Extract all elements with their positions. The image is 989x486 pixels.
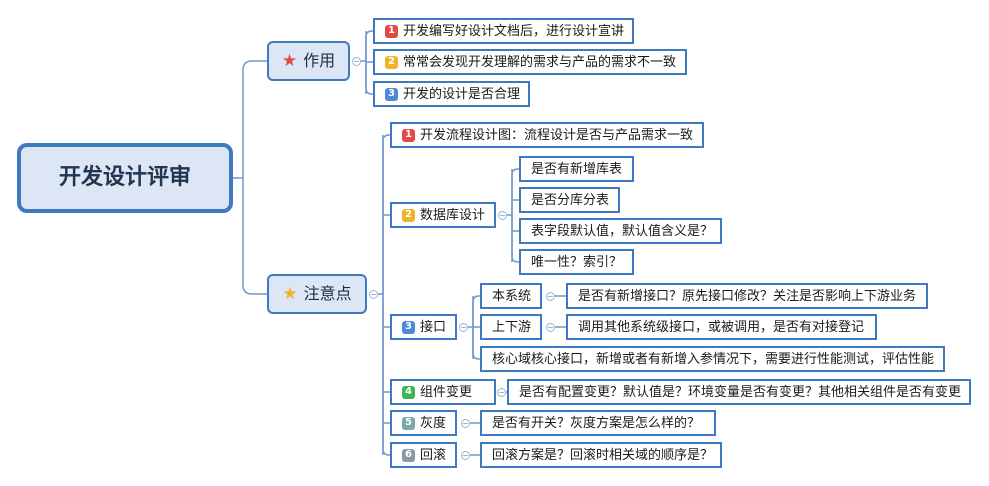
collapse-toggle-icon[interactable] bbox=[461, 419, 470, 428]
api-updown-label: 上下游 bbox=[492, 319, 532, 335]
collapse-toggle-icon[interactable] bbox=[352, 57, 361, 66]
db-item-2[interactable]: 是否分库分表 bbox=[519, 187, 620, 213]
rollback-detail-text: 回滚方案是？回滚时相关域的顺序是？ bbox=[492, 447, 714, 463]
root-to-zhuyi bbox=[242, 178, 267, 295]
rollback-detail[interactable]: 回滚方案是？回滚时相关域的顺序是？ bbox=[480, 442, 722, 468]
api-self-detail-text: 是否有新增接口？原先接口修改？关注是否影响上下游业务 bbox=[578, 288, 917, 304]
gray-detail[interactable]: 是否有开关？灰度方案是怎么样的？ bbox=[480, 410, 716, 436]
zhuyi-lines-branch bbox=[382, 294, 390, 456]
zuoyong-lines-branch bbox=[365, 61, 373, 95]
db-item-1[interactable]: 是否有新增库表 bbox=[519, 156, 634, 182]
collapse-toggle-icon[interactable] bbox=[546, 292, 555, 301]
gray-label: 灰度 bbox=[420, 415, 447, 431]
collapse-toggle-icon[interactable] bbox=[546, 323, 555, 332]
rollback-label: 回滚 bbox=[420, 447, 447, 463]
db-item-2-text: 是否分库分表 bbox=[531, 192, 610, 208]
gray-detail-text: 是否有开关？灰度方案是怎么样的？ bbox=[492, 415, 701, 431]
branch-zhuyi[interactable]: ★ 注意点 bbox=[267, 274, 367, 314]
db-design-node[interactable]: 2 数据库设计 bbox=[390, 202, 496, 228]
api-self-detail[interactable]: 是否有新增接口？原先接口修改？关注是否影响上下游业务 bbox=[566, 283, 928, 309]
collapse-toggle-icon[interactable] bbox=[459, 323, 468, 332]
component-node[interactable]: 4 组件变更 bbox=[390, 379, 496, 405]
collapse-toggle-icon[interactable] bbox=[497, 388, 506, 397]
api-core-item[interactable]: 核心域核心接口，新增或者有新增入参情况下，需要进行性能测试，评估性能 bbox=[480, 346, 945, 372]
priority-1-icon: 1 bbox=[402, 128, 415, 142]
zuoyong-item-3-text: 开发的设计是否合理 bbox=[403, 86, 521, 102]
yellow-star-icon: ★ bbox=[282, 283, 298, 304]
priority-3-icon: 3 bbox=[402, 320, 415, 334]
priority-2-icon: 2 bbox=[385, 55, 398, 69]
api-updown-detail-text: 调用其他系统级接口，或被调用，是否有对接登记 bbox=[578, 319, 865, 335]
zuoyong-lines-branch bbox=[365, 30, 373, 61]
api-label: 接口 bbox=[420, 319, 447, 335]
priority-6-icon: 6 bbox=[402, 448, 415, 462]
db-item-3-text: 表字段默认值，默认值含义是？ bbox=[531, 223, 714, 239]
branch-zuoyong-label: 作用 bbox=[303, 51, 336, 70]
db-lines-branch bbox=[511, 215, 519, 263]
api-node[interactable]: 3 接口 bbox=[390, 314, 457, 340]
component-detail[interactable]: 是否有配置变更？默认值是？环境变量是否有变更？其他相关组件是否有变更 bbox=[507, 379, 971, 405]
root-topic[interactable]: 开发设计评审 bbox=[17, 143, 233, 213]
flow-design-text: 开发流程设计图：流程设计是否与产品需求一致 bbox=[420, 127, 694, 143]
collapse-toggle-icon[interactable] bbox=[461, 451, 470, 460]
db-lines-branch bbox=[511, 168, 519, 215]
collapse-toggle-icon[interactable] bbox=[369, 290, 378, 299]
api-self-node[interactable]: 本系统 bbox=[480, 283, 542, 309]
api-lines-branch bbox=[472, 327, 480, 360]
zuoyong-item-3[interactable]: 3 开发的设计是否合理 bbox=[373, 81, 530, 107]
db-item-1-text: 是否有新增库表 bbox=[531, 161, 623, 177]
root-title: 开发设计评审 bbox=[58, 165, 191, 190]
db-item-4-text: 唯一性？索引？ bbox=[531, 254, 623, 270]
zuoyong-item-1[interactable]: 1 开发编写好设计文档后，进行设计宣讲 bbox=[373, 18, 634, 44]
priority-4-icon: 4 bbox=[402, 385, 415, 399]
db-item-4[interactable]: 唯一性？索引？ bbox=[519, 249, 634, 275]
rollback-node[interactable]: 6 回滚 bbox=[390, 442, 457, 468]
zuoyong-item-2-text: 常常会发现开发理解的需求与产品的需求不一致 bbox=[403, 54, 677, 70]
api-updown-detail[interactable]: 调用其他系统级接口，或被调用，是否有对接登记 bbox=[566, 314, 877, 340]
api-core-text: 核心域核心接口，新增或者有新增入参情况下，需要进行性能测试，评估性能 bbox=[492, 351, 935, 367]
priority-3-icon: 3 bbox=[385, 87, 398, 101]
branch-zuoyong[interactable]: ★ 作用 bbox=[267, 41, 350, 81]
api-self-label: 本系统 bbox=[492, 288, 532, 304]
db-item-3[interactable]: 表字段默认值，默认值含义是？ bbox=[519, 218, 722, 244]
api-updown-node[interactable]: 上下游 bbox=[480, 314, 542, 340]
api-lines-branch bbox=[472, 295, 480, 327]
priority-2-icon: 2 bbox=[402, 208, 415, 222]
root-to-zuoyong bbox=[242, 60, 267, 178]
flow-design-item[interactable]: 1 开发流程设计图：流程设计是否与产品需求一致 bbox=[390, 122, 704, 148]
priority-1-icon: 1 bbox=[385, 24, 398, 38]
gray-node[interactable]: 5 灰度 bbox=[390, 410, 457, 436]
collapse-toggle-icon[interactable] bbox=[498, 211, 507, 220]
db-design-label: 数据库设计 bbox=[420, 207, 486, 223]
component-label: 组件变更 bbox=[420, 384, 473, 400]
component-detail-text: 是否有配置变更？默认值是？环境变量是否有变更？其他相关组件是否有变更 bbox=[519, 384, 962, 400]
zuoyong-item-2[interactable]: 2 常常会发现开发理解的需求与产品的需求不一致 bbox=[373, 49, 687, 75]
branch-zhuyi-label: 注意点 bbox=[303, 284, 352, 303]
red-star-icon: ★ bbox=[281, 50, 298, 71]
zuoyong-item-1-text: 开发编写好设计文档后，进行设计宣讲 bbox=[403, 23, 625, 39]
priority-5-icon: 5 bbox=[402, 416, 415, 430]
